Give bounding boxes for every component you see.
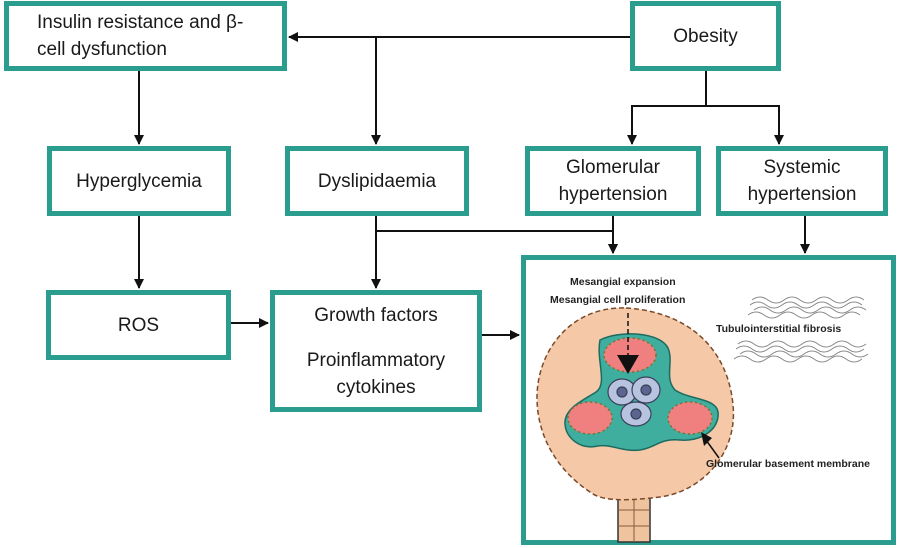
box-dyslipidaemia-label: Dyslipidaemia [317,170,437,192]
capillary [567,401,613,435]
obesity-split-line-right [706,105,784,145]
box-glomerular-hypertension: Glomerular hypertension [525,146,701,216]
label-tubulointerstitial-fibrosis: Tubulointerstitial fibrosis [716,323,842,335]
cytokines-label: Proinflammatory cytokines [306,349,446,398]
box-glomerular-label: Glomerular hypertension [558,157,668,205]
box-ros-label: ROS [117,314,160,336]
box-hyperglycemia-label: Hyperglycemia [76,170,202,192]
label-glomerular-basement-membrane: Glomerular basement membrane [706,458,870,470]
box-insulin-resistance: Insulin resistance and β- cell dysfuncti… [4,1,287,71]
gbm-arrow [705,439,720,459]
box-obesity-label: Obesity [673,25,738,47]
box-hyperglycemia: Hyperglycemia [47,146,231,216]
box-obesity: Obesity [630,1,781,71]
box-dyslipidaemia: Dyslipidaemia [285,146,469,216]
box-growth-factors: Growth factors Proinflammatory cytokines [270,290,482,412]
growth-factors-label: Growth factors [314,304,438,326]
box-insulin-resistance-label: Insulin resistance and β- cell dysfuncti… [37,12,244,60]
box-ros: ROS [46,290,231,360]
fibrosis-fibers [733,296,869,363]
label-mesangial-expansion: Mesangial expansion [570,276,676,288]
box-systemic-hypertension: Systemic hypertension [716,146,888,216]
obesity-split-line [627,71,707,145]
box-systemic-label: Systemic hypertension [747,157,857,205]
capillary [667,401,713,435]
label-mesangial-proliferation: Mesangial cell proliferation [550,294,686,306]
